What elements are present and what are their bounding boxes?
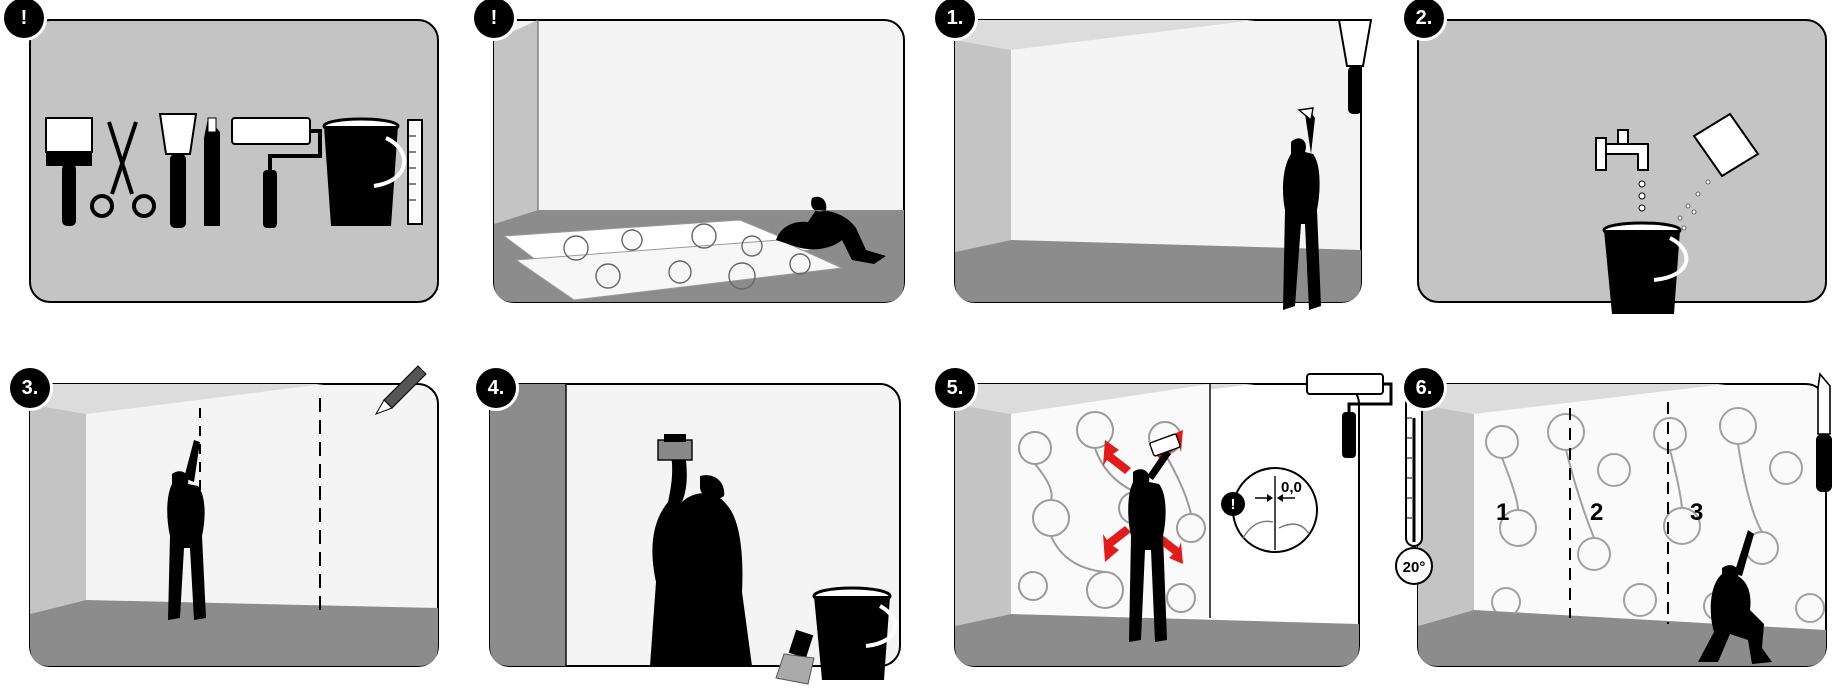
panel-apply-paste: 4.: [476, 368, 930, 688]
panel-apply-illustration: [489, 383, 901, 685]
bucket-icon: [1602, 221, 1689, 314]
panel-scrape-illustration: [954, 19, 1373, 310]
panel-rolls-illustration: [493, 19, 905, 303]
brush-icon: [775, 629, 815, 685]
knife-icon: [1816, 372, 1832, 492]
bucket-icon: [812, 586, 897, 680]
panel-hang-illustration: 0,0 !: [954, 373, 1393, 667]
knife-icon: [204, 117, 220, 226]
water-drops: [1638, 180, 1646, 212]
step-badge: 3.: [10, 368, 50, 408]
panel-tools: !: [4, 0, 454, 306]
warning-mark: !: [1231, 496, 1236, 513]
step-badge: 4.: [476, 368, 516, 408]
temperature-label: 20°: [1403, 559, 1426, 576]
strip-number-2: 2: [1590, 499, 1603, 526]
paste-packet-icon: [1677, 112, 1760, 231]
person-standing-silhouette: [167, 440, 206, 620]
brush-icon: [657, 434, 693, 461]
step-badge: 1.: [935, 0, 975, 38]
person-standing-silhouette: [1283, 110, 1321, 310]
spatula-icon: [158, 113, 198, 228]
floral-wallpaper-strip: [1011, 384, 1210, 618]
pencil-icon: [374, 365, 427, 415]
strip-number-3: 3: [1690, 499, 1703, 526]
gap-label: 0,0: [1281, 479, 1302, 496]
roller-icon: [1306, 373, 1393, 458]
panel-trim: 1 2 3 20° 6.: [1395, 368, 1832, 688]
bucket-icon: [322, 117, 406, 226]
ruler-icon: [407, 119, 423, 225]
panel-trim-illustration: 1 2 3 20°: [1395, 372, 1832, 667]
step-badge: !: [4, 0, 44, 38]
person-back-silhouette: [650, 446, 752, 666]
step-badge: 5.: [935, 368, 975, 408]
person-crouching-silhouette: [1698, 530, 1772, 664]
step-badge: !: [474, 0, 514, 38]
panel-mark-lines: 3.: [10, 365, 454, 670]
roller-icon: [231, 117, 322, 228]
spatula-icon: [1337, 19, 1373, 114]
panel-tools-illustration: [29, 19, 439, 303]
strip-number-1: 1: [1496, 499, 1509, 526]
brush-icon: [45, 117, 93, 226]
panel-mark-illustration: [29, 365, 439, 667]
person-kneeling-silhouette: [776, 196, 886, 264]
roller-icon: [1149, 433, 1181, 457]
panel-mix-illustration: [1417, 19, 1827, 314]
tap-icon: [1595, 129, 1649, 171]
panel-mix-paste: 2.: [1404, 0, 1832, 324]
panel-hang-strip: 0,0 ! 5.: [935, 368, 1395, 678]
warning-badge: !: [1221, 492, 1245, 516]
seam-detail-magnifier: 0,0: [1232, 467, 1318, 553]
scissors-icon: [90, 121, 156, 218]
panel-scrape-wall: 1.: [935, 0, 1395, 314]
panel-lay-out-rolls: !: [474, 0, 930, 306]
step-badge: 2.: [1404, 0, 1444, 38]
wallpaper-roll-strips: [502, 219, 844, 301]
step-badge: 6.: [1404, 368, 1444, 408]
person-standing-silhouette: [1128, 450, 1171, 642]
